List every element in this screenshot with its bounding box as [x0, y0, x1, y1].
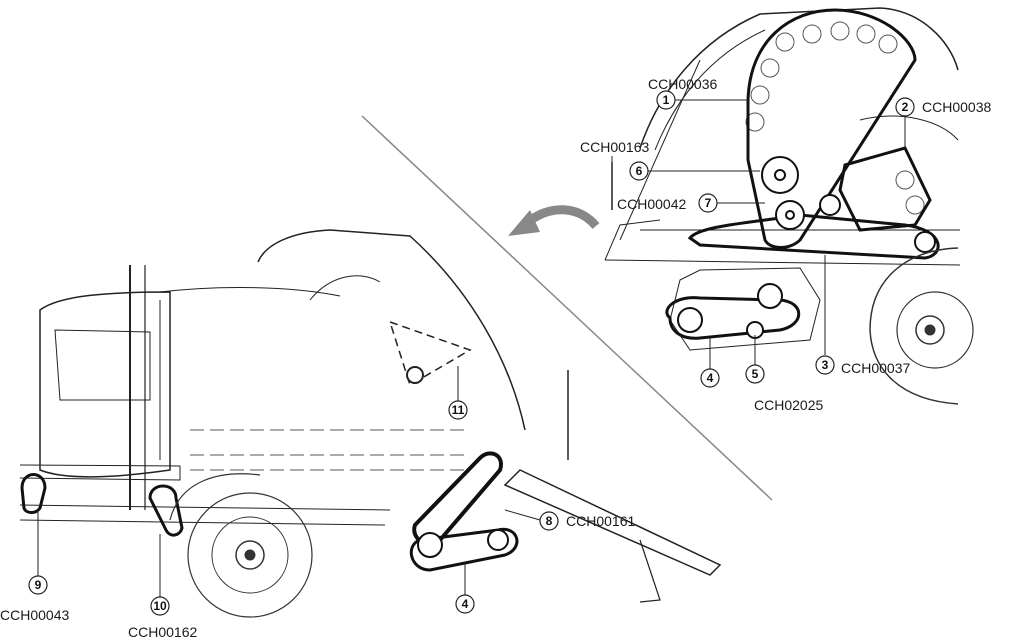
callout-9: 9 CCH00043	[0, 512, 69, 623]
belt-rotor-drive	[665, 296, 801, 340]
gate-rollers	[745, 21, 925, 215]
detail-wheel	[869, 247, 974, 405]
callout-8: 8 CCH00161	[504, 509, 635, 531]
callout-2-code: CCH00038	[922, 99, 991, 115]
callout-3-code: CCH00037	[841, 360, 910, 376]
detail-view	[604, 7, 974, 405]
callout-10: 10 CCH00162	[128, 534, 197, 640]
callout-11: 11	[448, 366, 468, 420]
belt-9	[20, 473, 47, 514]
callout-9-code: CCH00043	[0, 607, 69, 623]
callout-4-detail-number: 4	[707, 371, 714, 385]
callout-8-code: CCH00161	[566, 513, 635, 529]
callout-8-number: 8	[546, 514, 553, 528]
callout-4-overview-number: 4	[462, 597, 469, 611]
callout-1-number: 1	[663, 93, 670, 107]
belt-ccH00036	[746, 8, 917, 249]
machine-overview	[19, 229, 722, 618]
callout-2-number: 2	[902, 100, 909, 114]
belt-11	[388, 320, 472, 387]
callout-9-number: 9	[35, 578, 42, 592]
view-divider-line	[361, 115, 773, 501]
callout-11-number: 11	[452, 403, 465, 417]
callout-2: 2 CCH00038	[895, 97, 991, 148]
arrow-left-curved-icon	[508, 205, 600, 236]
label-ccH02025: CCH02025	[754, 397, 823, 413]
callout-10-number: 10	[153, 599, 167, 613]
callout-3-number: 3	[822, 358, 829, 372]
callout-10-code: CCH00162	[128, 624, 197, 640]
callout-4-overview: 4	[455, 562, 475, 614]
callout-5: 5	[745, 335, 765, 384]
callout-6: 6	[629, 161, 760, 181]
belt-4	[409, 527, 519, 572]
callout-1-code: CCH00036	[648, 76, 717, 92]
callout-5-number: 5	[752, 367, 759, 381]
callout-7-number: 7	[705, 196, 712, 210]
belt-ccH00038	[838, 146, 932, 232]
main-wheel	[169, 473, 313, 618]
callout-4-detail: 4	[700, 338, 720, 388]
belt-ccH00037	[687, 213, 940, 260]
label-ccH00163: CCH00163	[580, 139, 649, 155]
belt-8	[412, 451, 503, 546]
belt-10	[148, 484, 184, 537]
callout-6-number: 6	[636, 164, 643, 178]
callout-3: 3 CCH00037	[815, 255, 910, 376]
callout-7-code: CCH00042	[617, 196, 686, 212]
idler-pulleys	[761, 156, 936, 253]
callout-1: 1 CCH00036	[648, 76, 748, 110]
callout-7: 7 CCH00042	[617, 193, 765, 213]
